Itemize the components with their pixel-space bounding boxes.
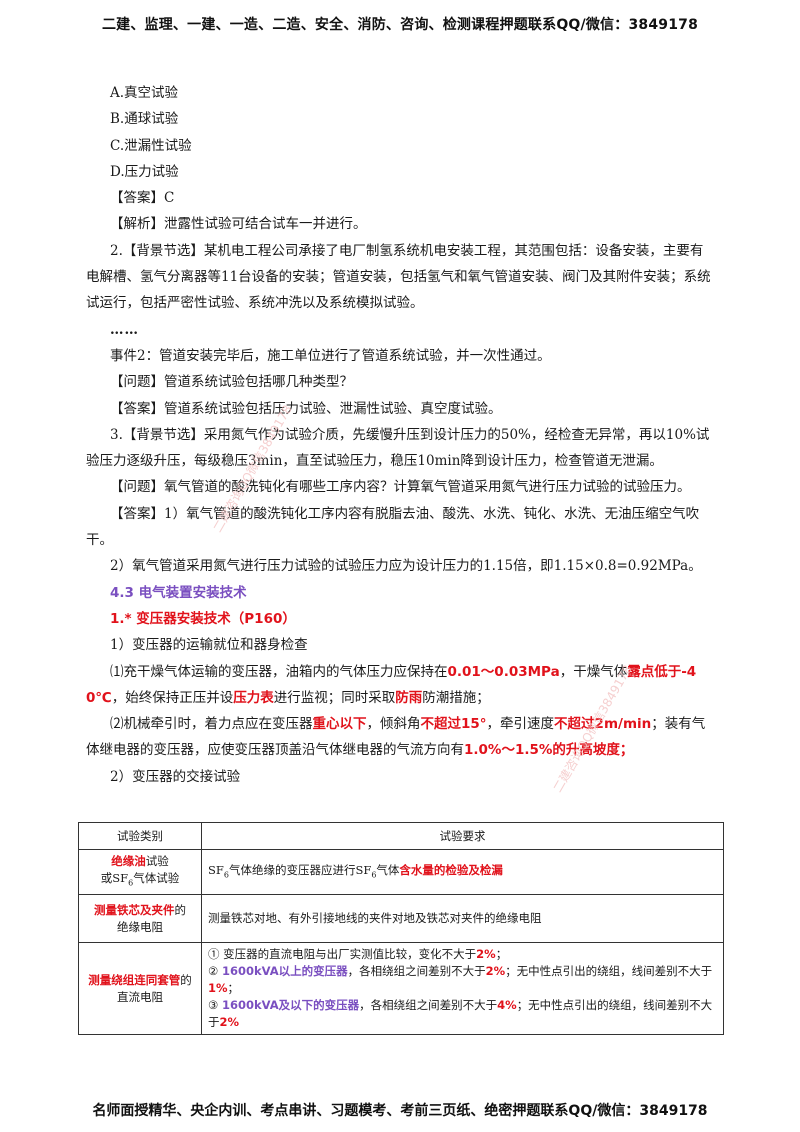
item-1-title: 1）变压器的运输就位和器身检查 (110, 637, 308, 654)
table-header-category: 试验类别 (78, 822, 202, 850)
question-2-answer: 【答案】管道系统试验包括压力试验、泄漏性试验、真空度试验。 (110, 400, 502, 417)
text: ，始终保持正压并设 (111, 689, 234, 706)
subscript: 6 (223, 869, 229, 879)
table-row: 测量铁芯及夹件的绝缘电阻 测量铁芯对地、有外引接地线的夹件对地及铁芯对夹件的绝缘… (78, 894, 724, 944)
page-header: 二建、监理、一建、一造、二造、安全、消防、咨询、检测课程押题联系QQ/微信：38… (101, 17, 699, 33)
text: 进行监视；同时采取 (273, 689, 396, 706)
highlight: 4% (497, 998, 517, 1013)
text: ，倾斜角 (366, 716, 421, 733)
subsection-title: 1.* 变压器安装技术（P160） (110, 610, 296, 627)
table-row: 测量绕组连同套管的直流电阻 ① 变压器的直流电阻与出厂实测值比较，变化不大于2%… (78, 942, 724, 1036)
table-header-requirement: 试验要求 (201, 822, 724, 850)
highlight: 含水量的检验及检漏 (399, 862, 503, 877)
text: ，牵引速度 (486, 716, 555, 733)
text: ；无中性点引出的绕组，线间差别不大于 (505, 964, 713, 979)
table-row: 绝缘油试验或SF6气体试验 SF6气体绝缘的变压器应进行SF6气体含水量的检验及… (78, 848, 724, 896)
text: ； (227, 981, 240, 996)
requirement-line-3: ③ 1600kVA及以下的变压器，各相绕组之间差别不大于4%；无中性点引出的绕组… (208, 997, 717, 1031)
text: SF (208, 862, 224, 877)
table-cell-requirement: SF6气体绝缘的变压器应进行SF6气体含水量的检验及检漏 (201, 848, 724, 896)
text: 试验 (145, 854, 169, 868)
text: 直流电阻 (117, 989, 163, 1004)
subsection-heading: 1.* 变压器安装技术（P160） (86, 606, 716, 632)
highlight: 测量铁芯及夹件 (94, 902, 175, 917)
text: 的 (174, 902, 187, 917)
requirement-line-2: ② 1600kVA以上的变压器，各相绕组之间差别不大于2%；无中性点引出的绕组，… (208, 963, 717, 997)
highlight: 1.0%～1.5%的升高坡度； (464, 742, 634, 759)
option-b: B.通球试验 (110, 111, 179, 128)
highlight: 不超过15° (420, 716, 487, 733)
highlight: 1% (208, 981, 228, 996)
subscript: 6 (128, 878, 134, 888)
table-cell-category: 测量铁芯及夹件的绝缘电阻 (78, 894, 202, 944)
text: 防潮措施； (422, 689, 490, 706)
text: ，干燥气体 (559, 663, 628, 680)
table-cell-category: 绝缘油试验或SF6气体试验 (78, 848, 202, 896)
question-2-question: 【问题】管道系统试验包括哪几种类型？ (110, 374, 353, 391)
text: ① 变压器的直流电阻与出厂实测值比较，变化不大于 (208, 947, 477, 962)
highlight: 2% (219, 1015, 240, 1030)
text: 气体 (376, 862, 400, 877)
highlight: 防雨 (395, 689, 423, 706)
text: ；无中性点引出的绕组，线间差别不大于 (208, 998, 713, 1030)
question-3-question: 【问题】氧气管道的酸洗钝化有哪些工序内容？计算氧气管道采用氮气进行压力试验的试验… (110, 479, 691, 496)
text: 气体绝缘的变压器应进行SF (228, 862, 372, 877)
option-c: C.泄漏性试验 (110, 137, 192, 154)
text: ⑵机械牵引时，着力点应在变压器 (110, 716, 313, 733)
highlight: 露点低于-40℃ (86, 663, 697, 706)
text: 的 (180, 972, 192, 987)
section-heading: 4.3 电气装置安装技术 (110, 584, 247, 601)
requirement-line-1: ① 变压器的直流电阻与出厂实测值比较，变化不大于2%； (208, 946, 717, 963)
item-1-paragraph-1: ⑴充干燥气体运输的变压器，油箱内的气体压力应保持在0.01～0.03MPa，干燥… (86, 659, 716, 712)
subscript: 6 (371, 869, 377, 879)
text: 或SF (100, 871, 129, 885)
item-2-title: 2）变压器的交接试验 (110, 768, 241, 785)
highlight: 重心以下 (312, 716, 367, 733)
question-3-answer-1: 【答案】1）氧气管道的酸洗钝化工序内容有脱脂去油、酸洗、水洗、钝化、水洗、无油压… (86, 505, 700, 549)
page-footer: 名师面授精华、央企内训、考点串讲、习题模考、考前三页纸、绝密押题联系QQ/微信：… (92, 1103, 708, 1119)
highlight: 0.01～0.03MPa (447, 663, 560, 680)
highlight: 1600kVA及以下的变压器 (221, 998, 360, 1013)
text: ；装有气体继电器的变压器，应使变压器顶盖沿气体继电器的气流方向有 (86, 716, 706, 759)
question-3-background: 3.【背景节选】采用氮气作为试验介质，先缓慢升压到设计压力的50%，经检查无异常… (86, 426, 710, 470)
text: 绝缘电阻 (117, 919, 163, 934)
question-3-answer-2: 2）氧气管道采用氮气进行压力试验的试验压力应为设计压力的1.15倍，即1.15×… (110, 558, 702, 575)
highlight: 1600kVA以上的变压器 (221, 964, 348, 979)
table-cell-requirement: 测量铁芯对地、有外引接地线的夹件对地及铁芯对夹件的绝缘电阻 (201, 894, 724, 944)
item-1-paragraph-2: ⑵机械牵引时，着力点应在变压器重心以下，倾斜角不超过15°，牵引速度不超过2m/… (86, 711, 716, 764)
table-header-row: 试验类别 试验要求 (78, 822, 724, 850)
text: ③ (208, 998, 219, 1013)
question-2-background: 2.【背景节选】某机电工程公司承接了电厂制氢系统机电安装工程，其范围包括：设备安… (86, 242, 711, 312)
document-body: A.真空试验 B.通球试验 C.泄漏性试验 D.压力试验 【答案】C 【解析】泄… (86, 80, 716, 790)
table-cell-requirement: ① 变压器的直流电阻与出厂实测值比较，变化不大于2%； ② 1600kVA以上的… (201, 942, 724, 1036)
highlight: 压力表 (233, 689, 274, 706)
highlight: 测量绕组连同套管 (88, 972, 181, 987)
option-a: A.真空试验 (110, 85, 179, 101)
transformer-test-table: 试验类别 试验要求 绝缘油试验或SF6气体试验 SF6气体绝缘的变压器应进行SF… (78, 822, 724, 1036)
question-2-event: 事件2：管道安装完毕后，施工单位进行了管道系统试验，并一次性通过。 (110, 347, 551, 364)
text: ② (208, 964, 219, 979)
option-d: D.压力试验 (110, 163, 179, 180)
highlight: 2% (485, 964, 506, 979)
text: 气体试验 (133, 871, 180, 885)
highlight: 不超过2m/min (554, 716, 652, 733)
text: ⑴充干燥气体运输的变压器，油箱内的气体压力应保持在 (110, 663, 448, 680)
text: ； (495, 947, 508, 962)
analysis-1: 【解析】泄露性试验可结合试车一并进行。 (110, 216, 367, 233)
answer-1: 【答案】C (110, 190, 175, 207)
text: ，各相绕组之间差别不大于 (359, 998, 498, 1013)
text: ，各相绕组之间差别不大于 (347, 964, 486, 979)
highlight: 绝缘油 (111, 854, 146, 868)
highlight: 2% (476, 947, 496, 962)
ellipsis: …… (110, 321, 139, 338)
table-cell-category: 测量绕组连同套管的直流电阻 (78, 942, 202, 1036)
